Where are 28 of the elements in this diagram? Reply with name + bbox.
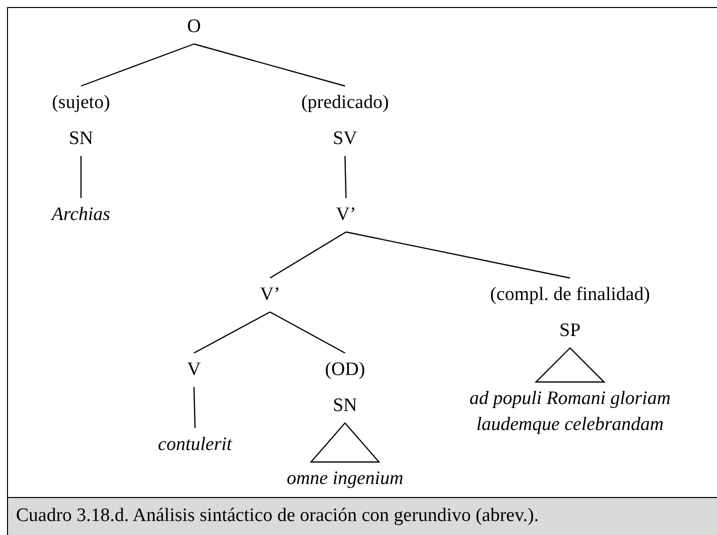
tree-label: Archias [52, 198, 110, 232]
tree-branch [270, 231, 346, 279]
tree-branch [80, 43, 194, 87]
tree-label: V [187, 353, 201, 387]
tree-branch [80, 156, 82, 198]
tree-branch [194, 43, 346, 87]
tree-label: contulerit [158, 428, 232, 462]
category-label: SV [332, 127, 358, 151]
tree-branch [346, 231, 570, 279]
tree-branch [344, 156, 347, 198]
category-label: SN [332, 394, 358, 418]
tree-label: (compl. de finalidad) [490, 283, 650, 307]
tree-branch [270, 311, 346, 354]
tree-label: O [187, 10, 201, 44]
tree-branch [193, 386, 196, 428]
category-label: SP [559, 319, 581, 343]
tree-label: V’ [336, 198, 356, 232]
tree-branch [194, 311, 270, 354]
tree-label: omne ingenium [286, 462, 404, 496]
triangle-branch [310, 422, 380, 463]
tree-label: V’ [260, 278, 280, 312]
category-label: SN [68, 127, 94, 151]
tree-label: ad populi Romani gloriam laudemque celebrandam [440, 382, 700, 442]
tree-label: (OD) [324, 358, 366, 382]
tree-label: (predicado) [301, 91, 389, 115]
caption-bar: Cuadro 3.18.d. Análisis sintáctico de oración con gerundivo (abrev.). [7, 497, 717, 535]
triangle-branch [534, 347, 606, 383]
tree-label: (sujeto) [52, 91, 110, 115]
